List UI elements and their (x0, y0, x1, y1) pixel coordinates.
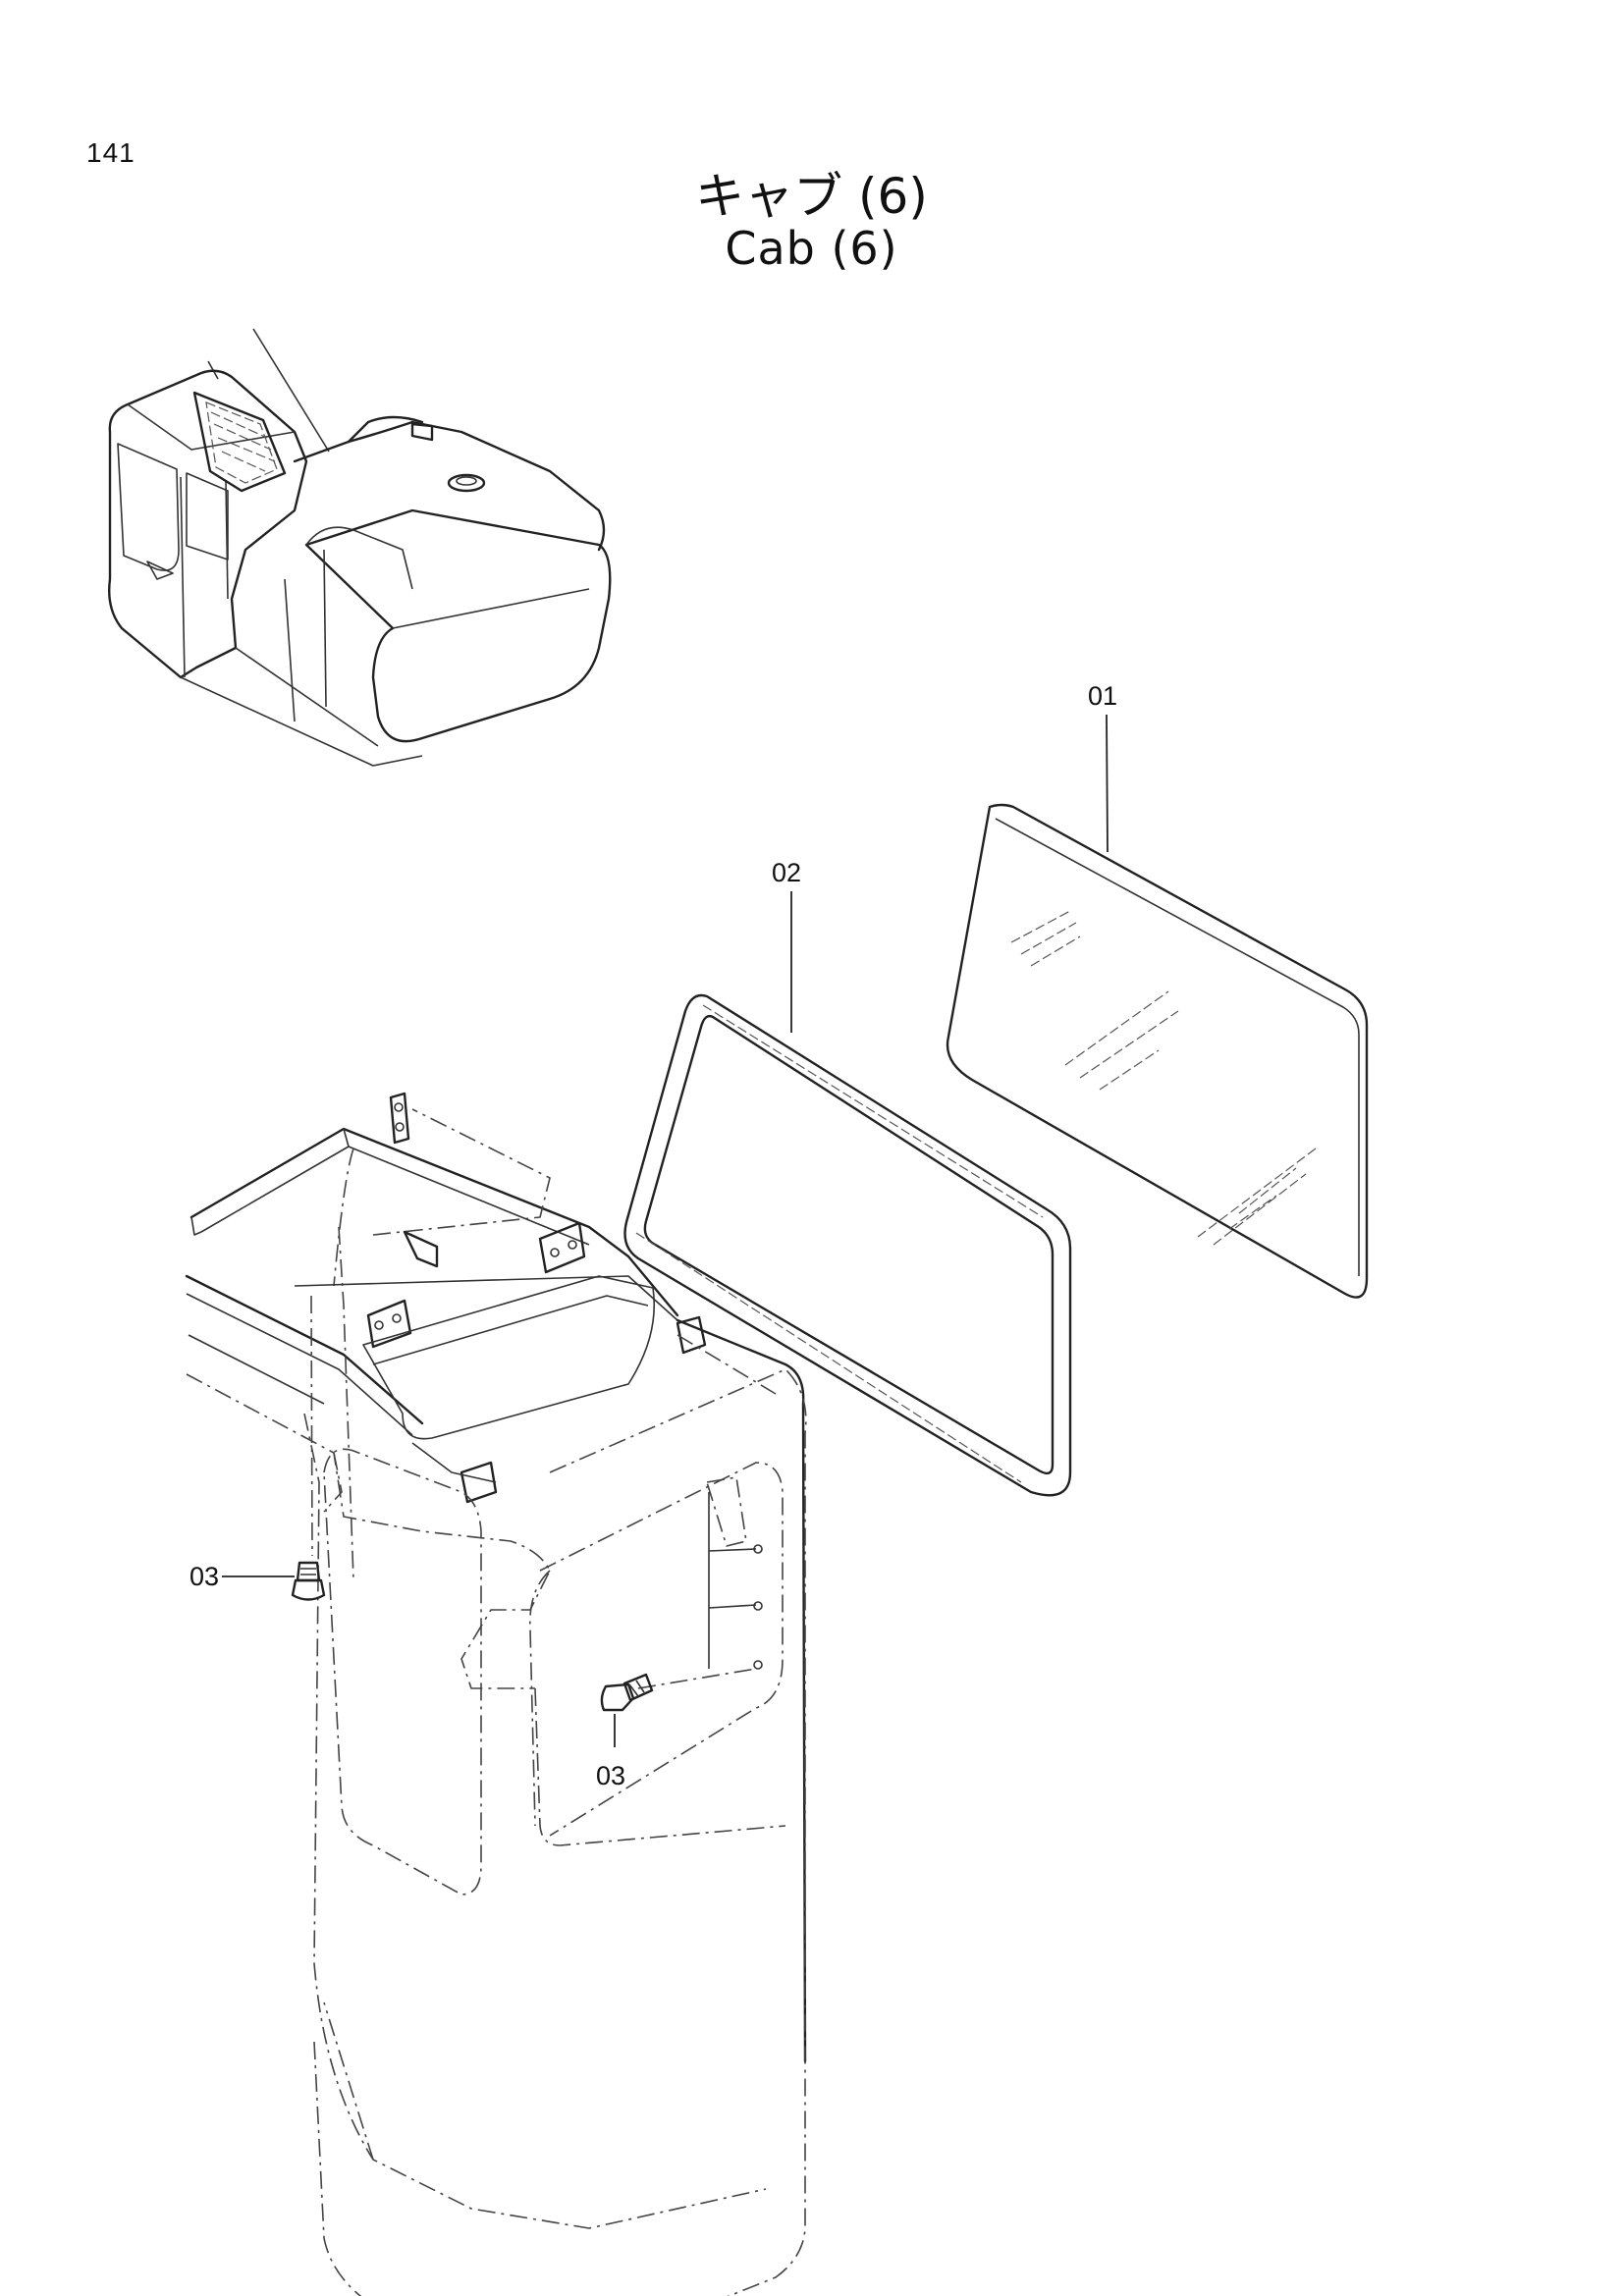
cab-structure-illustration (185, 1092, 807, 2296)
callout-03-right: 03 (596, 1761, 625, 1790)
leader-line-01 (1106, 714, 1109, 853)
part-03-bolt-right (600, 1673, 654, 1712)
callout-01: 01 (1088, 681, 1117, 711)
part-01-window-glass (946, 803, 1369, 1299)
page-title-english: Cab (6) (725, 222, 898, 275)
callout-02: 02 (772, 858, 801, 887)
part-02-window-seal (623, 993, 1072, 1497)
excavator-overview-illustration (108, 328, 612, 767)
page-title-japanese: キャブ (6) (695, 168, 928, 225)
callout-03-left: 03 (189, 1562, 219, 1591)
part-03-bolt-left (291, 1561, 326, 1601)
page-number: 141 (86, 137, 135, 168)
